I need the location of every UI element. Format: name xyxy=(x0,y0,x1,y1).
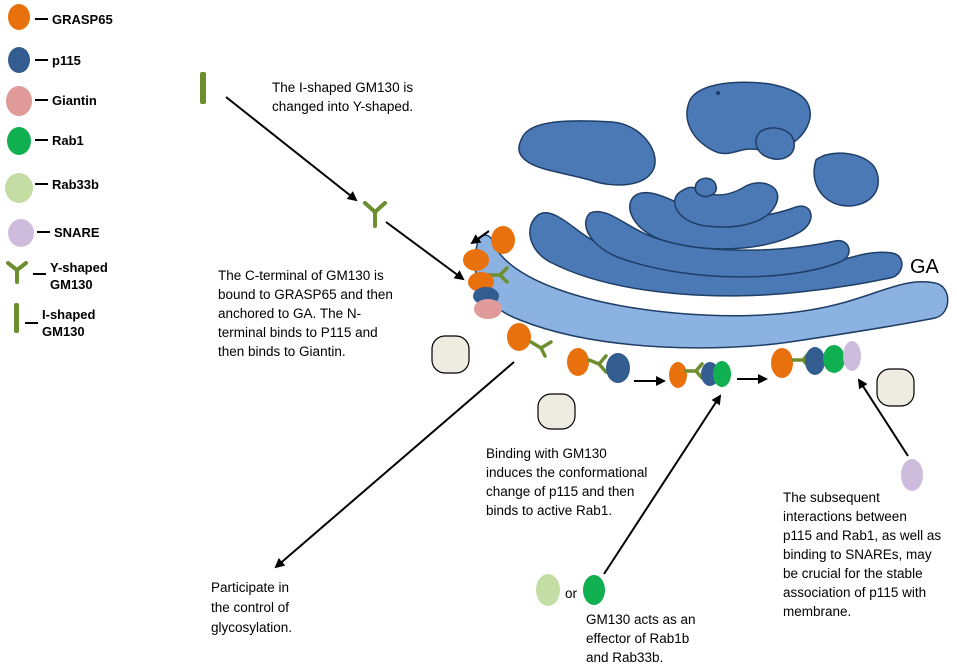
legend-rab33b-swatch xyxy=(5,173,33,203)
i-shaped-gm130 xyxy=(200,72,206,104)
legend-p115-swatch xyxy=(8,47,30,73)
legend-label-y-shaped-1: Y-shaped xyxy=(50,260,108,275)
arrow-to-glycosylation xyxy=(274,361,515,569)
step6-text-line6: association of p115 with xyxy=(783,585,926,600)
legend-label-grasp65: GRASP65 xyxy=(52,12,113,27)
p115 xyxy=(606,353,630,383)
tethering-complex-2 xyxy=(507,323,553,358)
grasp65 xyxy=(771,348,793,378)
golgi-apparatus xyxy=(474,81,949,349)
legend-y-shaped-gm130-icon xyxy=(6,261,28,284)
step2-text-line1: The C-terminal of GM130 is xyxy=(218,268,384,283)
step3-text-line4: binds to active Rab1. xyxy=(486,503,612,518)
ga-label: GA xyxy=(910,256,940,278)
rab1 xyxy=(583,575,605,605)
step2-text-line5: then binds to Giantin. xyxy=(218,344,346,359)
beige-vesicles xyxy=(431,335,915,430)
legend xyxy=(5,4,50,333)
legend-label-giantin: Giantin xyxy=(52,93,97,108)
step1-text-line1: The I-shaped GM130 is xyxy=(272,80,413,95)
step3-text-line1: Binding with GM130 xyxy=(486,446,607,461)
golgi-cisterna-3 xyxy=(584,210,850,278)
y-shaped-gm130 xyxy=(587,354,608,374)
step5-text-line1: GM130 acts as an xyxy=(586,612,696,627)
grasp65 xyxy=(669,362,687,388)
arrow-i-to-y xyxy=(225,96,358,202)
golgi-outer-cisterna xyxy=(474,234,949,349)
giantin xyxy=(474,299,502,319)
legend-label-i-shaped-2: GM130 xyxy=(42,324,85,339)
arrow-small-top xyxy=(470,230,490,245)
legend-giantin-swatch xyxy=(6,86,32,116)
legend-label-rab1: Rab1 xyxy=(52,133,84,148)
golgi-vesicle-small-2 xyxy=(694,177,717,198)
legend-rab1-swatch xyxy=(7,127,31,155)
grasp65 xyxy=(507,323,531,351)
legend-i-shaped-gm130-icon xyxy=(14,303,19,333)
tethering-complex-left xyxy=(463,226,515,319)
rab1 xyxy=(823,345,845,373)
legend-label-snare: SNARE xyxy=(54,225,100,240)
tethering-complex-4 xyxy=(669,361,731,388)
y-shaped-gm130 xyxy=(363,201,387,228)
legend-label-i-shaped-1: I-shaped xyxy=(42,307,96,322)
grasp65 xyxy=(567,348,589,376)
step2-text-line4: terminal binds to P115 and xyxy=(218,325,378,340)
arrows xyxy=(225,96,909,575)
step5-text-line3: and Rab33b. xyxy=(586,650,663,665)
tethering-complex-3 xyxy=(567,348,630,383)
step3-text-line3: change of p115 and then xyxy=(486,484,634,499)
grasp65 xyxy=(468,272,494,292)
arrow-y-to-golgi xyxy=(385,221,465,281)
grasp65 xyxy=(491,226,515,254)
legend-snare-swatch xyxy=(8,219,34,247)
step6-text-line4: binding to SNAREs, may xyxy=(783,547,932,562)
step4-text-line2: the control of xyxy=(211,600,289,615)
step1-text-line2: changed into Y-shaped. xyxy=(272,99,413,114)
golgi-vesicle-left xyxy=(518,120,656,186)
step6-text-line3: p115 and Rab1, as well as xyxy=(783,528,941,543)
step6-text-line2: interactions between xyxy=(783,509,907,524)
golgi-vesicle-right xyxy=(813,152,879,207)
rab1 xyxy=(713,361,731,387)
step4-text-line3: glycosylation. xyxy=(211,620,292,635)
beige-vesicle-1 xyxy=(431,335,470,374)
step3-text-line2: induces the conformational xyxy=(486,465,647,480)
beige-vesicle-2 xyxy=(537,393,576,430)
golgi-vesicle-small-1 xyxy=(755,127,795,160)
step6-text-line5: be crucial for the stable xyxy=(783,566,923,581)
annotation-text: The I-shaped GM130 is changed into Y-sha… xyxy=(211,80,941,665)
rab33b xyxy=(536,574,560,606)
tethering-complex-5 xyxy=(771,341,861,378)
legend-label-p115: p115 xyxy=(52,53,81,68)
arrow-snare-to-golgi xyxy=(857,378,909,457)
grasp65 xyxy=(463,249,489,271)
legend-label-rab33b: Rab33b xyxy=(52,177,99,192)
p115 xyxy=(805,347,825,375)
legend-labels: GRASP65 p115 Giantin Rab1 Rab33b SNARE Y… xyxy=(42,12,113,339)
step4-text-line1: Participate in xyxy=(211,580,289,595)
y-shaped-gm130 xyxy=(529,340,553,358)
snare xyxy=(843,341,861,371)
beige-vesicle-3 xyxy=(876,368,915,407)
arrow-rab-to-golgi xyxy=(603,394,722,575)
snare xyxy=(901,459,923,491)
step2-text-line2: bound to GRASP65 and then xyxy=(218,287,393,302)
step5-text-line2: effector of Rab1b xyxy=(586,631,689,646)
step2-text-line3: anchored to GA. The N- xyxy=(218,306,361,321)
step6-text-line7: membrane. xyxy=(783,604,851,619)
legend-grasp65-swatch xyxy=(8,4,30,30)
step6-text-line1: The subsequent xyxy=(783,490,880,505)
or-text: or xyxy=(565,586,578,601)
golgi-dot xyxy=(716,91,720,95)
y-shaped-gm130 xyxy=(684,362,704,380)
legend-label-y-shaped-2: GM130 xyxy=(50,277,93,292)
